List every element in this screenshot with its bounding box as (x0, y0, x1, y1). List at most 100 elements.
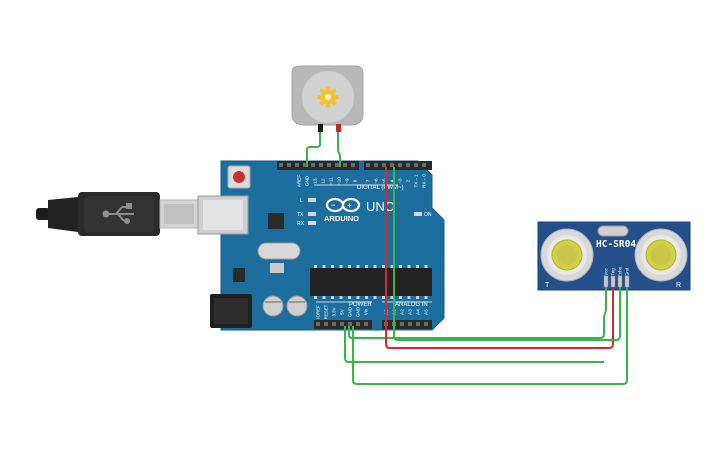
pin-hole[interactable] (327, 163, 331, 167)
brand-label: ARDUINO (324, 214, 359, 223)
sensor-pin[interactable] (624, 275, 630, 288)
pin-hole[interactable] (424, 322, 428, 326)
sensor-model-label: HC-SR04 (596, 239, 636, 250)
pin-hole[interactable] (335, 163, 339, 167)
usb-cable-boot (48, 197, 78, 232)
pin-hole[interactable] (414, 163, 418, 167)
gear-tooth (334, 95, 339, 99)
dc-motor[interactable] (291, 65, 364, 132)
pin-hole[interactable] (311, 163, 315, 167)
capacitor-1 (262, 295, 284, 317)
logo-plus: + (348, 203, 352, 210)
usb-chip (268, 213, 284, 229)
pin-hole[interactable] (400, 322, 404, 326)
power-pin-label: GND (348, 307, 353, 317)
pin-hole[interactable] (340, 322, 344, 326)
chip-pin (390, 265, 394, 268)
reset-button-cap (233, 171, 245, 183)
usb-b-jack-inner (203, 200, 243, 230)
chip-pin (416, 265, 419, 268)
wire-sensor-trig[interactable] (385, 167, 614, 349)
sensor-crystal (597, 225, 629, 237)
top-pin-label: ~10 (337, 177, 342, 185)
chip-pin (390, 296, 394, 299)
pin-hole[interactable] (348, 322, 352, 326)
top-pin-label: ~6 (374, 178, 379, 184)
top-pin-label: ~5 (382, 178, 387, 184)
wire-motor-gnd[interactable] (306, 132, 321, 167)
receiver-transducer (634, 228, 688, 282)
analog-pin-label: A5 (424, 309, 429, 315)
pin-hole[interactable] (374, 163, 378, 167)
top-pin-label: 13 (313, 178, 318, 184)
chip-pin (322, 296, 326, 299)
pin-hole[interactable] (390, 163, 394, 167)
sensor-pin[interactable] (603, 275, 609, 288)
sensor-pin[interactable] (617, 275, 623, 288)
header-digital-high (277, 161, 359, 170)
chip-pin (382, 265, 385, 268)
usb-cable[interactable] (36, 192, 199, 236)
chip-pin (424, 265, 428, 268)
led-tx (308, 212, 316, 216)
sensor-r-mark: R (676, 282, 681, 289)
pin-hole[interactable] (364, 322, 368, 326)
led-l (308, 198, 316, 202)
pin-hole[interactable] (279, 163, 283, 167)
pin-hole[interactable] (382, 163, 386, 167)
top-pin-holes (279, 163, 426, 167)
pin-hole[interactable] (351, 163, 355, 167)
pin-hole[interactable] (416, 322, 420, 326)
gear-tooth (317, 95, 322, 99)
sensor-pin[interactable] (610, 275, 616, 288)
power-pin-label: GND (356, 307, 361, 317)
wire-motor-pin[interactable] (337, 132, 341, 167)
pin-hole[interactable] (343, 163, 347, 167)
chip-pin (373, 296, 377, 299)
pin-hole[interactable] (406, 163, 410, 167)
pin-hole[interactable] (319, 163, 323, 167)
sensor-pin-label: Trig (611, 268, 616, 276)
pin-hole[interactable] (332, 322, 336, 326)
logo-minus: − (331, 203, 335, 210)
pin-hole[interactable] (408, 322, 412, 326)
wire-sensor-echo[interactable] (393, 167, 621, 341)
chip-pin (331, 296, 334, 299)
power-pin-label: 5V (340, 309, 345, 314)
regulator-chip (233, 268, 245, 282)
pin-hole[interactable] (422, 163, 426, 167)
pin-hole[interactable] (398, 163, 402, 167)
chip-pin (356, 265, 360, 268)
chip-pin (382, 296, 385, 299)
label-analog-in: ANALOG IN (395, 302, 428, 308)
arduino-infinity-icon (325, 197, 361, 213)
top-pin-label: ~3 (398, 178, 403, 184)
pin-hole[interactable] (324, 322, 328, 326)
crystal-oscillator (257, 242, 301, 260)
pin-hole[interactable] (303, 163, 307, 167)
pin-hole[interactable] (356, 322, 360, 326)
pin-hole[interactable] (287, 163, 291, 167)
analog-pin-label: A3 (408, 309, 413, 315)
capacitor-2 (286, 295, 308, 317)
top-pin-label: RX←0 (422, 174, 427, 188)
atmega-chip (310, 268, 432, 296)
wire-sensor-gnd[interactable] (352, 287, 628, 385)
label-led-on: ON (424, 212, 432, 218)
gear-tooth (326, 86, 330, 91)
chip-pin (339, 265, 343, 268)
usb-plug-metal-inner (164, 204, 194, 224)
top-pin-label: 12 (321, 178, 326, 184)
chip-pin (399, 296, 402, 299)
pin-hole[interactable] (295, 163, 299, 167)
atmega-pins-bottom (314, 296, 428, 299)
wire-sensor-vcc-branch[interactable] (344, 326, 604, 363)
chip-pin (424, 296, 428, 299)
pin-hole[interactable] (366, 163, 370, 167)
pin-hole[interactable] (316, 322, 320, 326)
wire-sensor-vcc[interactable] (348, 287, 607, 339)
